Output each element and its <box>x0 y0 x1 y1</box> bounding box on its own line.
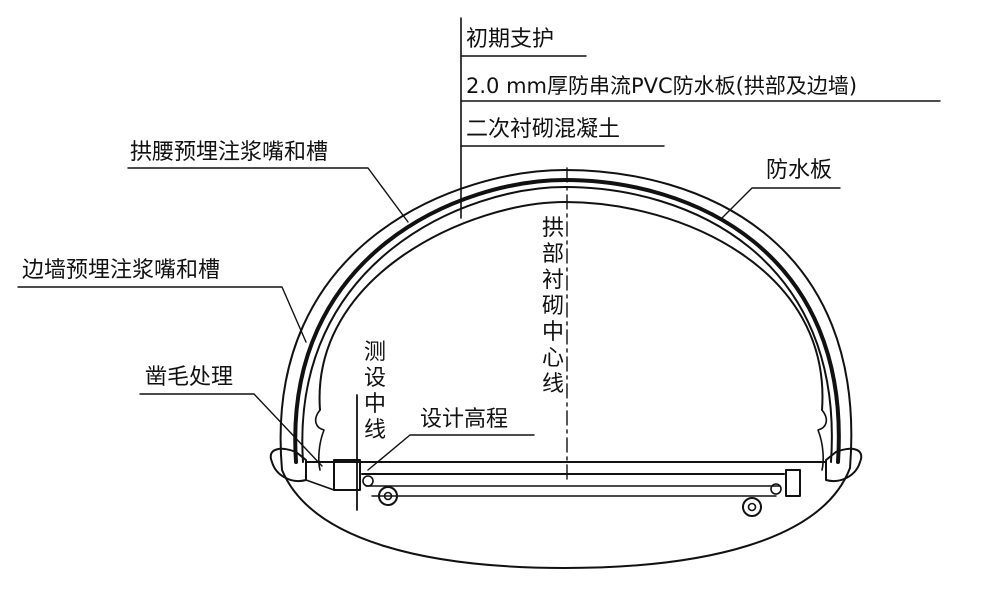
left-drain-pipe-core <box>383 491 393 501</box>
label-waterproof-sheet-spec: 2.0 mm厚防串流PVC防水板(拱部及边墙) <box>466 74 858 98</box>
left-small-pipe <box>362 475 374 487</box>
label-secondary-lining: 二次衬砌混凝土 <box>466 117 621 142</box>
right-small-pipe <box>770 483 782 495</box>
right-footing <box>825 447 863 482</box>
leader-roughening <box>139 393 323 467</box>
leader-waterproof-sheet <box>719 187 841 221</box>
waterproof-sheet-inner-edge <box>301 186 833 463</box>
left-slab-joint <box>305 479 335 491</box>
label-survey-centerline: 测设中线 <box>363 340 386 443</box>
label-waterproof-sheet: 防水板 <box>766 158 833 183</box>
leader-sidewall-grout <box>17 286 307 343</box>
left-edge-beam <box>333 459 361 491</box>
right-drain-pipe-core <box>747 502 757 512</box>
left-drain-pipe <box>378 486 398 506</box>
label-haunch-grout: 拱腰预埋注浆嘴和槽 <box>130 140 329 165</box>
right-drain-pipe <box>742 497 762 517</box>
label-sidewall-grout: 边墙预埋注浆嘴和槽 <box>22 258 221 283</box>
leader-design-elevation <box>367 434 535 471</box>
outer-support-contour <box>279 169 853 569</box>
leader-haunch-grout <box>127 167 409 223</box>
right-edge-beam <box>785 469 801 497</box>
label-design-elevation: 设计高程 <box>420 407 509 432</box>
secondary-lining-inner-contour <box>318 201 824 411</box>
left-footing <box>269 447 307 482</box>
inner-contour-right-foot <box>817 409 828 471</box>
label-roughening: 凿毛处理 <box>145 365 234 390</box>
label-arch-centerline: 拱部衬砌中心线 <box>541 216 564 397</box>
waterproof-sheet-band <box>293 178 841 464</box>
label-initial-support: 初期支护 <box>466 27 555 52</box>
inner-contour-left-foot <box>314 409 325 471</box>
